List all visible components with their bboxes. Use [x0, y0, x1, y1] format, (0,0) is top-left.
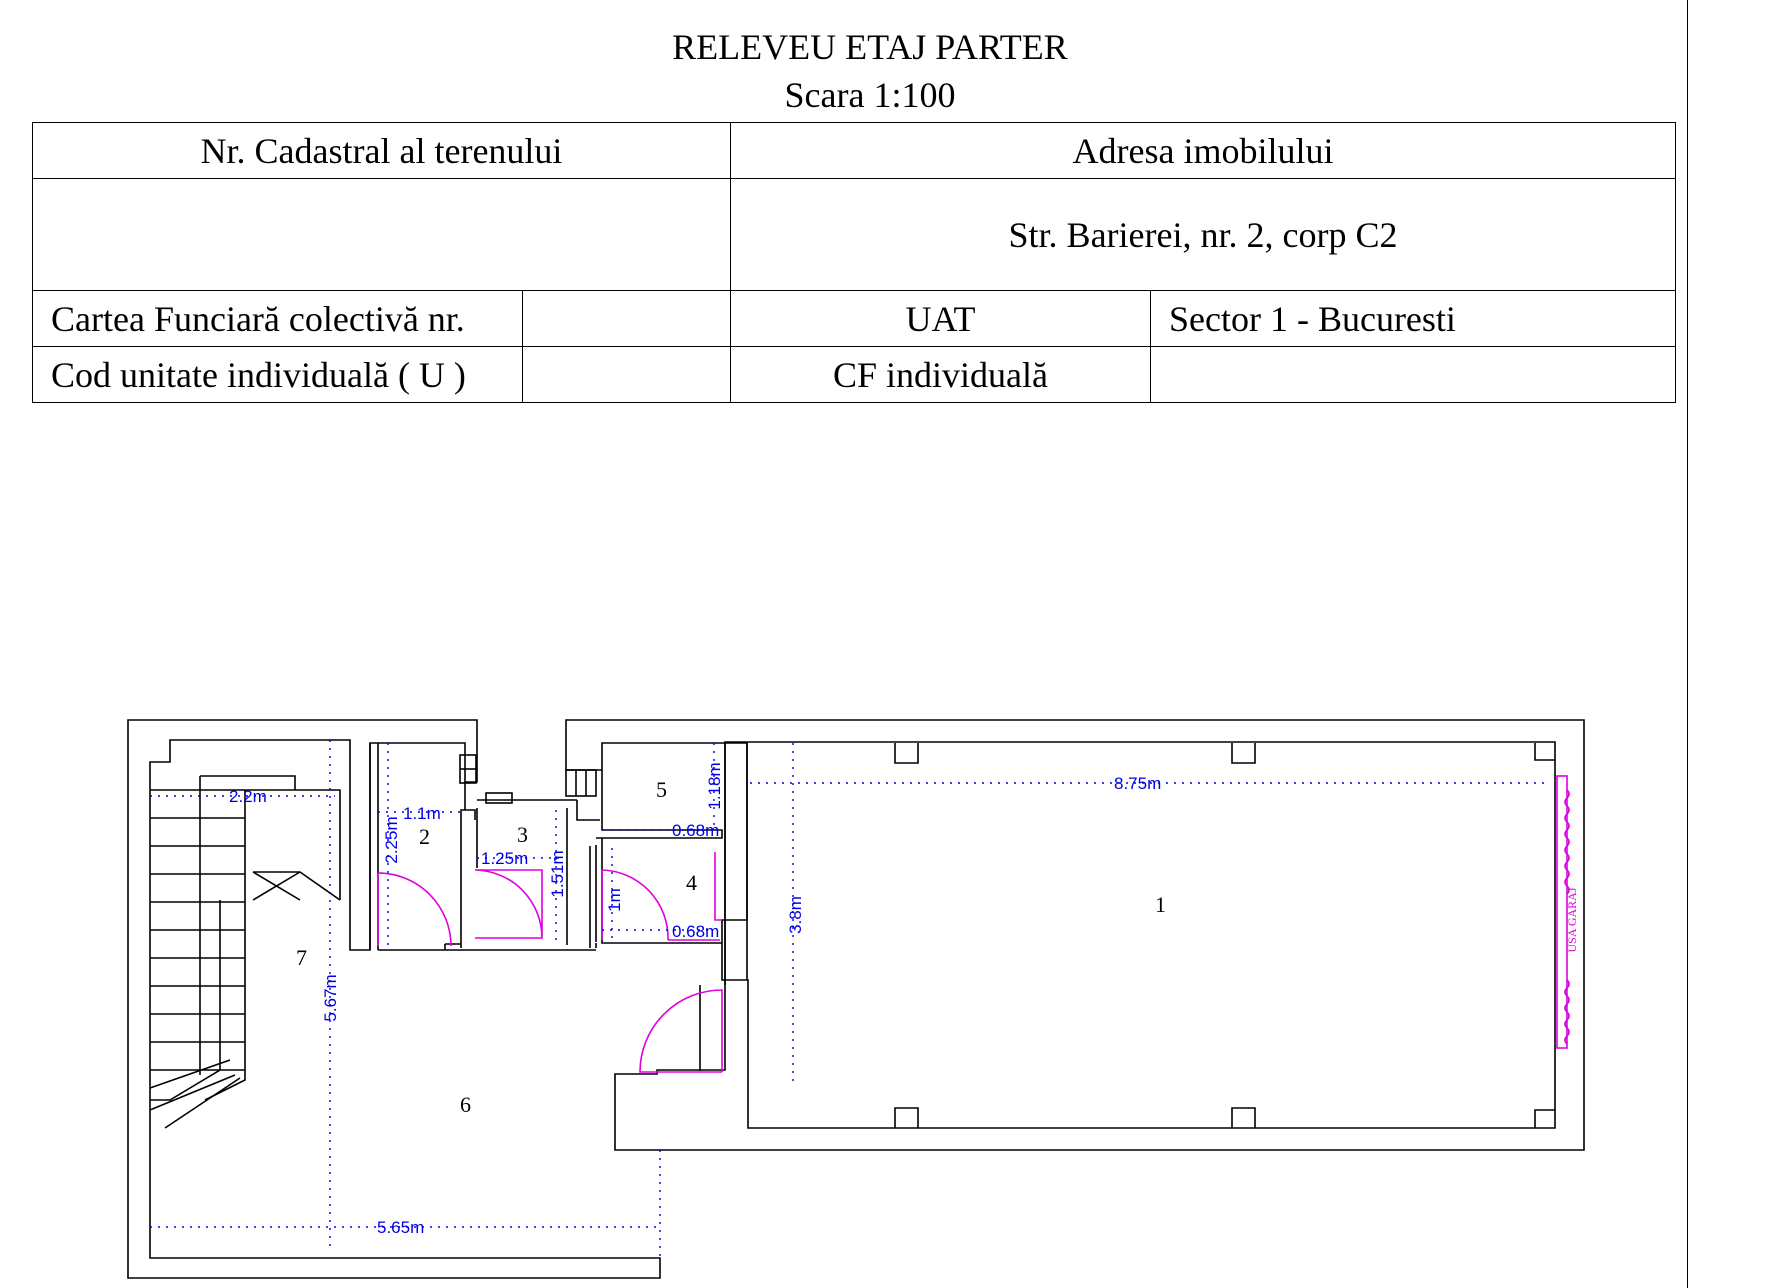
dim-label: 2.25m [382, 816, 401, 863]
drawing-title: RELEVEU ETAJ PARTER [672, 27, 1068, 67]
room-number-4: 4 [686, 870, 697, 895]
dim-label: 1m [605, 888, 624, 912]
cod-unitate-value [522, 346, 731, 403]
dim-label: 1.51m [548, 850, 567, 897]
drawing-scale: Scara 1:100 [784, 75, 956, 115]
cf-colectiva-label: Cartea Funciară colectivă nr. [32, 290, 523, 347]
room-number-2: 2 [419, 824, 430, 849]
room-number-6: 6 [460, 1092, 471, 1117]
doors [377, 852, 723, 1073]
info-table: Nr. Cadastral al terenului Adresa imobil… [32, 122, 1676, 403]
dim-label: 1.18m [705, 762, 724, 809]
outer-wall-left-block [127, 719, 661, 1279]
vent-mark-2 [485, 792, 513, 804]
cadastral-label: Nr. Cadastral al terenului [32, 122, 731, 179]
address-label: Adresa imobilului [730, 122, 1676, 179]
staircase [149, 775, 341, 1129]
dim-label: 1.1m [403, 804, 441, 823]
dim-label: 1.25m [481, 849, 528, 868]
wall-room3 [476, 799, 600, 945]
uat-value: Sector 1 - Bucuresti [1150, 290, 1676, 347]
dim-label: 0.68m [672, 922, 719, 941]
room-number-1: 1 [1155, 892, 1166, 917]
cf-individuala-label: CF individuală [730, 346, 1151, 403]
room-numbers: 1 2 3 4 5 6 7 [296, 777, 1166, 1117]
corner-notch-right [1534, 743, 1555, 1128]
pilaster-top-1 [894, 743, 919, 764]
dim-label: 5.65m [377, 1218, 424, 1237]
cf-individuala-value [1150, 346, 1676, 403]
dim-label: 2.2m [229, 787, 267, 806]
dim-label: 8.75m [1114, 774, 1161, 793]
dim-label: 5.67m [321, 974, 340, 1021]
vent-mark-3 [565, 769, 597, 797]
outer-wall-right-block [565, 719, 1585, 1151]
room-number-5: 5 [656, 777, 667, 802]
address-value: Str. Barierei, nr. 2, corp C2 [730, 178, 1676, 291]
dim-label: 0.68m [672, 821, 719, 840]
wall-room2-left [369, 743, 379, 950]
wall-bottom-rooms-2-4 [378, 943, 597, 951]
wall-room1-left [699, 742, 748, 1071]
wall-room2-right [460, 782, 476, 948]
dim-label: 3.8m [786, 896, 805, 934]
pilaster-bottom-2 [1231, 1107, 1256, 1128]
room-number-3: 3 [517, 822, 528, 847]
pilaster-bottom-1 [894, 1107, 919, 1128]
room-number-7: 7 [296, 945, 307, 970]
cod-unitate-label: Cod unitate individuală ( U ) [32, 346, 523, 403]
uat-label: UAT [730, 290, 1151, 347]
garage-door: USA GARAJ [1556, 775, 1579, 1049]
dimensions [150, 740, 1550, 1258]
dimension-labels: 2.2m 1.1m 2.25m 1.25m 1.51m 0.68m 1.18m … [229, 762, 1161, 1237]
pilaster-top-2 [1231, 743, 1256, 764]
garage-door-label: USA GARAJ [1565, 887, 1579, 952]
page-border-line [1687, 0, 1688, 1288]
